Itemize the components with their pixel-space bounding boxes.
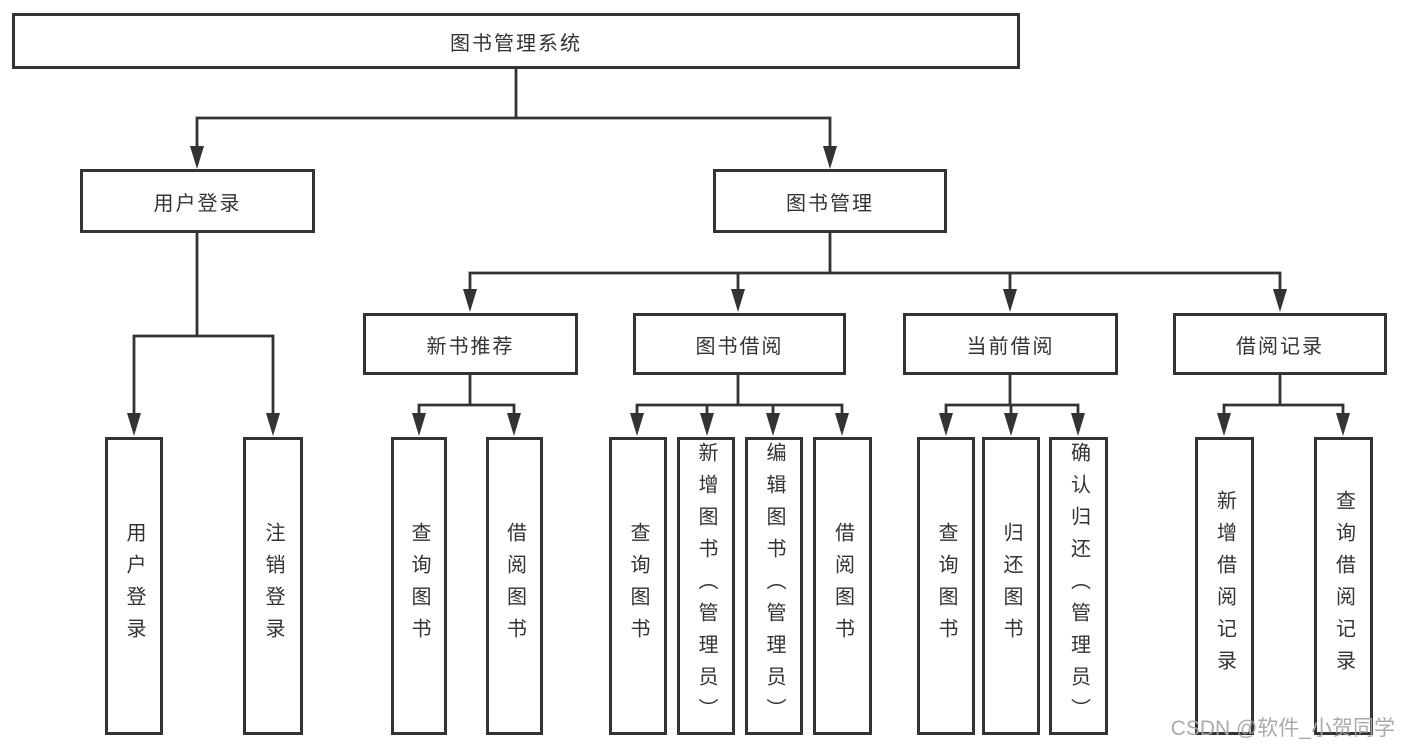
leaf-query-books-borrowing: 查询图书 <box>609 437 667 735</box>
leaf-query-books-current: 查询图书 <box>917 437 975 735</box>
leaf-add-books-admin: 新增图书（管理员） <box>677 437 735 735</box>
node-label: 图书借阅 <box>695 335 784 358</box>
leaf-query-books-recommend: 查询图书 <box>391 437 447 735</box>
leaf-borrow-books-recommend: 借阅图书 <box>486 437 543 735</box>
leaf-label: 借阅图书 <box>831 522 854 650</box>
node-label: 用户登录 <box>153 192 242 215</box>
node-current-borrowing: 当前借阅 <box>903 313 1118 375</box>
node-label: 图书管理 <box>786 192 874 215</box>
node-label: 新书推荐 <box>426 335 515 358</box>
leaf-label: 用户登录 <box>123 522 145 650</box>
arrowheads <box>127 146 1350 436</box>
leaf-return-books: 归还图书 <box>982 437 1040 735</box>
connector-strokes <box>132 69 1345 417</box>
leaf-edit-books-admin: 编辑图书（管理员） <box>745 437 803 735</box>
leaf-borrow-books-borrowing: 借阅图书 <box>813 437 872 735</box>
node-label: 当前借阅 <box>966 335 1055 358</box>
leaf-add-borrow-record: 新增借阅记录 <box>1195 437 1254 735</box>
leaf-label: 确认归还（管理员） <box>1067 442 1090 730</box>
leaf-confirm-return-admin: 确认归还（管理员） <box>1049 437 1108 735</box>
leaf-label: 注销登录 <box>262 522 284 650</box>
leaf-label: 借阅图书 <box>503 522 526 650</box>
node-new-book-recommendation: 新书推荐 <box>363 313 578 375</box>
node-library-management-system: 图书管理系统 <box>12 13 1020 69</box>
leaf-label: 编辑图书（管理员） <box>763 442 785 730</box>
leaf-user-login: 用户登录 <box>105 437 163 735</box>
leaf-label: 新增借阅记录 <box>1213 490 1236 682</box>
leaf-label: 查询图书 <box>627 522 649 650</box>
node-label: 借阅记录 <box>1236 335 1324 358</box>
leaf-query-borrow-record: 查询借阅记录 <box>1314 437 1373 735</box>
leaf-label: 查询图书 <box>408 522 430 650</box>
node-borrowing-records: 借阅记录 <box>1173 313 1387 375</box>
watermark: CSDN @软件_小贺同学 <box>1170 717 1395 740</box>
node-book-management: 图书管理 <box>713 169 947 233</box>
leaf-logout: 注销登录 <box>243 437 303 735</box>
leaf-label: 新增图书（管理员） <box>695 442 717 730</box>
leaf-label: 查询图书 <box>935 522 957 650</box>
leaf-label: 查询借阅记录 <box>1332 490 1355 682</box>
node-book-borrowing: 图书借阅 <box>633 313 846 375</box>
node-label: 图书管理系统 <box>450 32 582 55</box>
leaf-label: 归还图书 <box>1000 522 1022 650</box>
node-user-login: 用户登录 <box>80 169 315 233</box>
